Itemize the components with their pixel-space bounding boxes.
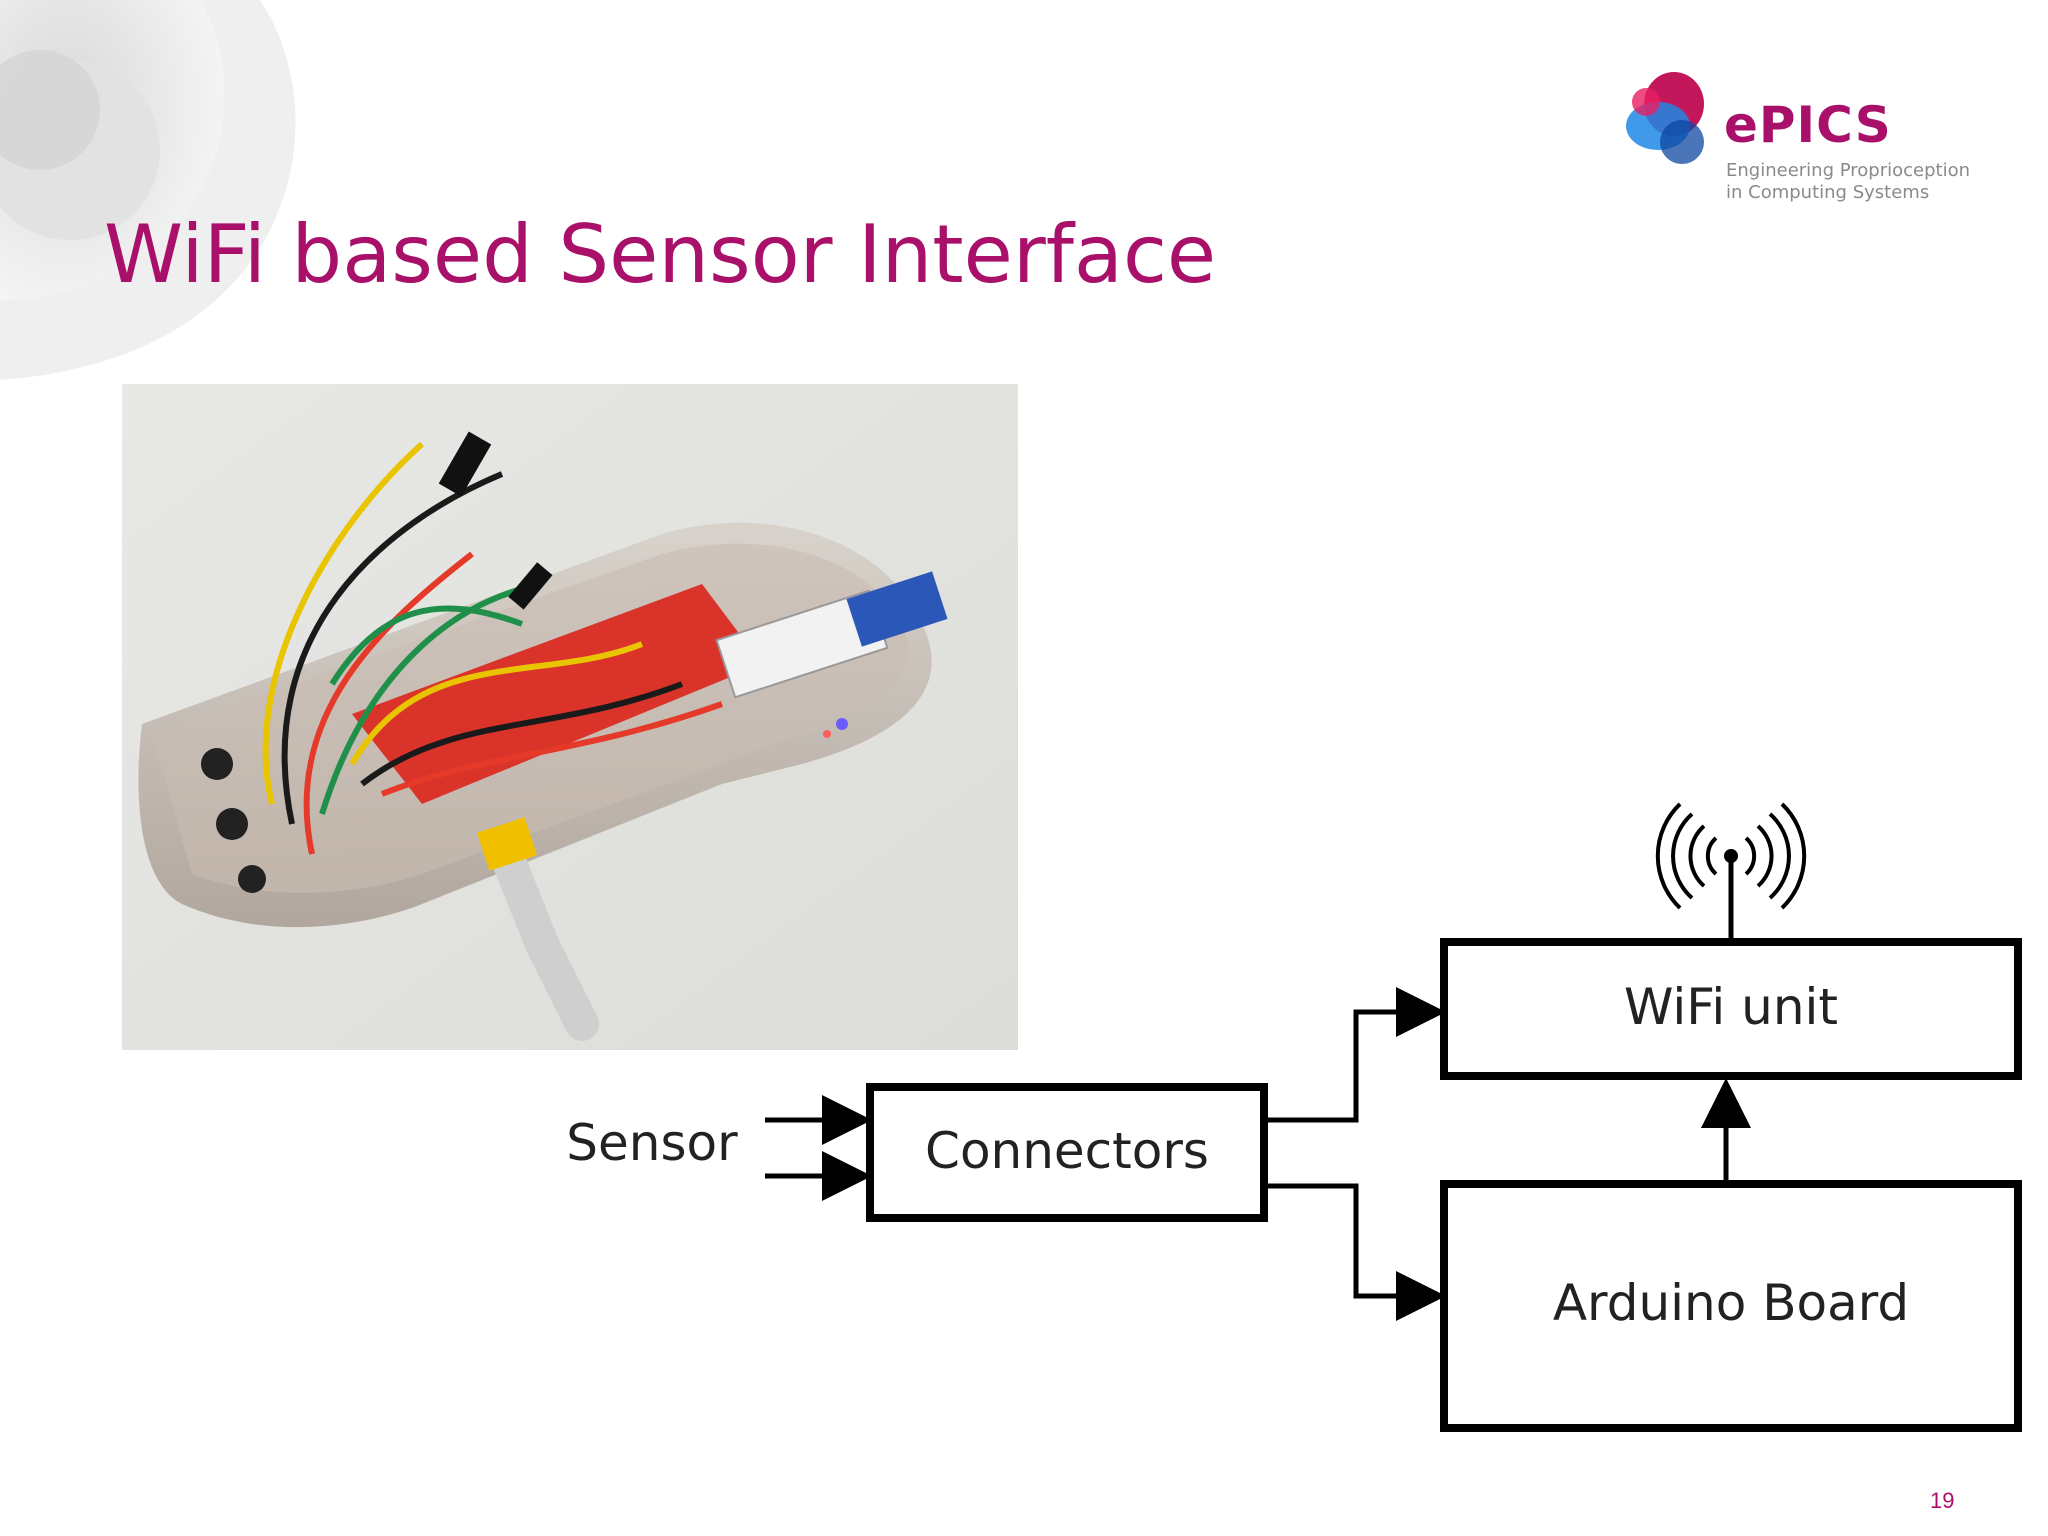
epics-logo-mark-icon bbox=[1626, 72, 1704, 164]
logo-tagline: Engineering Proprioception in Computing … bbox=[1726, 160, 1970, 204]
arduino-board-box bbox=[1440, 1180, 2022, 1432]
connectors-box bbox=[866, 1083, 1268, 1222]
connectors-to-arduino-arrow bbox=[1268, 1183, 1446, 1321]
slide-title: WiFi based Sensor Interface bbox=[104, 208, 1217, 301]
logo-tagline-line1: Engineering Proprioception bbox=[1726, 160, 1970, 181]
corner-decoration bbox=[0, 0, 296, 380]
logo-name: ePICS bbox=[1724, 96, 1892, 154]
wifi-unit-box bbox=[1440, 938, 2022, 1080]
device-photo bbox=[122, 384, 1018, 1050]
slide-number: 19 bbox=[1930, 1488, 1955, 1513]
epics-logo: ePICS Engineering Proprioception in Comp… bbox=[1612, 64, 1992, 214]
arduino-board-label: Arduino Board bbox=[1553, 1274, 1909, 1332]
logo-tagline-line2: in Computing Systems bbox=[1726, 182, 1930, 203]
connectors-label: Connectors bbox=[925, 1122, 1209, 1180]
wifi-unit-label: WiFi unit bbox=[1624, 978, 1838, 1036]
antenna-icon bbox=[1655, 802, 1807, 938]
sensor-label: Sensor bbox=[566, 1114, 738, 1172]
connectors-to-wifi-arrow bbox=[1268, 987, 1446, 1123]
